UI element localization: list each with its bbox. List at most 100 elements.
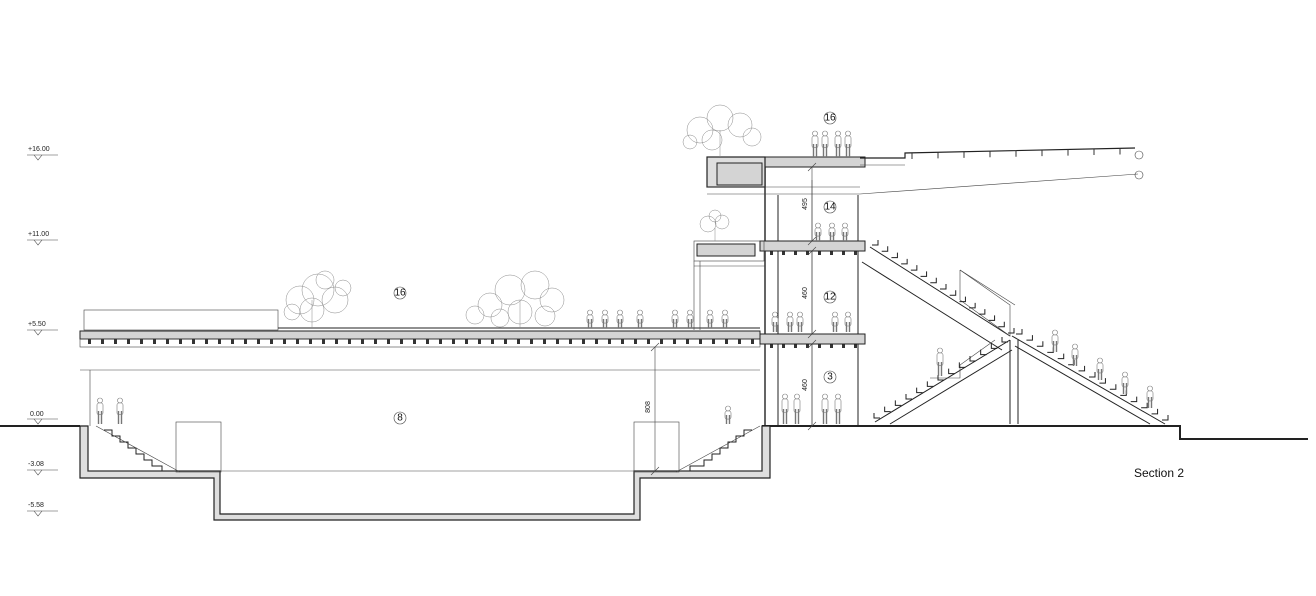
level-label: 0.00 — [30, 411, 44, 418]
person-figure — [814, 222, 822, 241]
roof-beam — [179, 339, 182, 344]
person-figure — [786, 311, 794, 332]
roof-beam — [738, 339, 741, 344]
stair-step — [873, 413, 880, 419]
level-label: +16.00 — [28, 146, 50, 153]
section-title: Section 2 — [1134, 466, 1184, 480]
room-tag-label: 14 — [824, 202, 836, 213]
roof-beam — [140, 339, 143, 344]
person-figure — [828, 222, 836, 241]
dimension-460-upper: 460 — [802, 287, 809, 299]
dimension-lines: 495 460 460 808 — [645, 162, 817, 476]
slab-beam — [818, 344, 821, 348]
stair-step — [1130, 396, 1138, 403]
roof-beam — [712, 339, 715, 344]
tree-tower-mid — [699, 209, 730, 241]
room-tag-label: 12 — [824, 292, 836, 303]
slab-beam — [782, 251, 785, 255]
roof-beam — [296, 339, 299, 344]
roof-beam — [465, 339, 468, 344]
roof-beam — [751, 339, 754, 344]
person-figure — [821, 393, 829, 424]
person-figure — [1071, 343, 1079, 366]
level-marker-11: +11.00 — [27, 231, 58, 246]
roof-beam — [361, 339, 364, 344]
person-figure — [834, 393, 842, 424]
dimension-495: 495 — [802, 198, 809, 210]
person-figure — [793, 393, 801, 424]
stair-step — [1162, 415, 1169, 421]
person-figure — [821, 130, 829, 157]
roof-beam — [517, 339, 520, 344]
roof-beam — [634, 339, 637, 344]
stair-step — [969, 356, 976, 362]
stair-step — [998, 321, 1005, 328]
person-figure — [601, 309, 609, 328]
stair-step — [920, 271, 928, 277]
stair-step — [990, 343, 998, 349]
person-figure — [844, 311, 852, 332]
roof-beam — [686, 339, 689, 344]
roof-beam — [244, 339, 247, 344]
stair-step — [958, 362, 966, 368]
basement-hall — [79, 421, 771, 521]
tower — [693, 147, 1144, 426]
stair-step — [937, 375, 944, 381]
person-figure — [834, 130, 842, 157]
person-figure — [636, 309, 644, 328]
person-figure — [1051, 329, 1059, 352]
room-tag-label: 16 — [824, 113, 836, 124]
slab-beam — [818, 251, 821, 255]
main-hall — [79, 309, 761, 426]
stair-step — [894, 400, 902, 406]
level-marker-minus-3-08: -3.08 — [27, 461, 58, 476]
roof-beam — [348, 339, 351, 344]
room-tag-16-roof: 16 — [393, 286, 407, 300]
person-figure — [116, 397, 124, 424]
slab-beam — [830, 344, 833, 348]
stair-step — [1057, 353, 1065, 360]
ground-line — [0, 425, 1308, 440]
level-label: -3.08 — [28, 461, 44, 468]
slab-beam — [842, 344, 845, 348]
room-tags: 16 14 12 3 8 16 — [393, 111, 837, 425]
person-figure — [616, 309, 624, 328]
stair-step — [881, 246, 889, 252]
roof-beam — [660, 339, 663, 344]
roof-beam — [205, 339, 208, 344]
roof-beam — [335, 339, 338, 344]
roof-beam — [153, 339, 156, 344]
stair-step — [1047, 347, 1054, 353]
stair-step — [1141, 402, 1148, 409]
level-marker-5-50: +5.50 — [27, 321, 58, 336]
roof-beam — [309, 339, 312, 344]
dimension-460-lower: 460 — [802, 379, 809, 391]
roof-beam — [218, 339, 221, 344]
level-label: +5.50 — [28, 321, 46, 328]
level-marker-16: +16.00 — [27, 146, 58, 161]
roof-beam — [270, 339, 273, 344]
stair-step — [949, 290, 957, 296]
person-figure — [586, 309, 594, 328]
stair-step — [926, 381, 934, 387]
roof-beam — [699, 339, 702, 344]
level-markers: +16.00 +11.00 +5.50 0.00 -3.08 -5.58 — [27, 146, 58, 517]
roof-beam — [400, 339, 403, 344]
roof-beam — [569, 339, 572, 344]
stair-step — [901, 258, 908, 265]
slab-beam — [806, 251, 809, 255]
slab-beam — [806, 344, 809, 348]
person-figure — [96, 397, 104, 424]
dimension-808: 808 — [645, 401, 652, 413]
stair-step — [910, 265, 918, 271]
stair-step — [940, 284, 947, 290]
slab-beam — [854, 344, 857, 348]
person-figure — [1121, 371, 1129, 394]
stair-step — [1151, 408, 1159, 415]
room-tag-label: 16 — [394, 288, 406, 299]
stair-step — [916, 387, 923, 394]
roof-beam — [556, 339, 559, 344]
stair-step — [1078, 365, 1086, 372]
stair-step — [884, 406, 891, 413]
